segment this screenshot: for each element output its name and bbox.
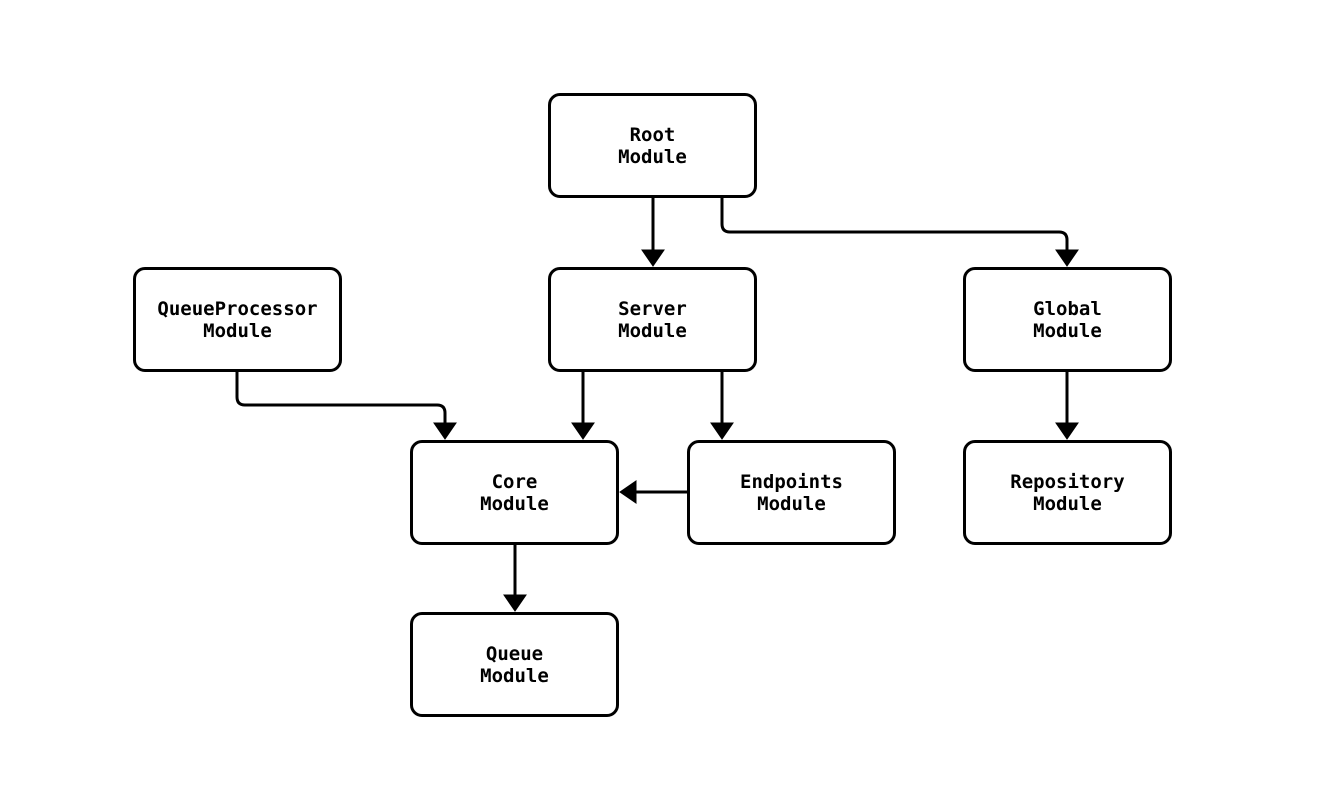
node-label-line: Queue	[485, 642, 544, 665]
node-label-line: Server	[618, 297, 687, 320]
arrowhead-server-to-core	[571, 422, 595, 440]
node-label-line: Module	[618, 145, 687, 168]
node-label-line: Root	[629, 123, 676, 146]
node-label-line: Module	[618, 319, 687, 342]
node-label-line: Repository	[1010, 470, 1125, 493]
node-label-line: Module	[480, 664, 549, 687]
node-root-module: Root Module	[548, 93, 757, 198]
node-queueprocessor-module: QueueProcessor Module	[133, 267, 342, 372]
node-queue-module: Queue Module	[410, 612, 619, 717]
arrowhead-queueprocessor-to-core	[433, 422, 457, 440]
node-server-module: Server Module	[548, 267, 757, 372]
edge-queueprocessor-to-core	[235, 372, 447, 425]
node-core-module: Core Module	[410, 440, 619, 545]
arrowhead-core-to-queue	[503, 594, 527, 612]
node-label-line: Module	[203, 319, 272, 342]
node-label-line: Global	[1033, 297, 1102, 320]
node-label-line: Core	[491, 470, 538, 493]
node-label-line: Module	[757, 492, 826, 515]
node-repository-module: Repository Module	[963, 440, 1172, 545]
node-label-line: Module	[480, 492, 549, 515]
node-global-module: Global Module	[963, 267, 1172, 372]
node-label-line: Module	[1033, 319, 1102, 342]
node-label-line: Endpoints	[740, 470, 843, 493]
arrowhead-server-to-endpoints	[710, 422, 734, 440]
node-label-line: Module	[1033, 492, 1102, 515]
node-endpoints-module: Endpoints Module	[687, 440, 896, 545]
arrowhead-root-to-global	[1055, 249, 1079, 267]
node-label-line: QueueProcessor	[157, 297, 318, 320]
arrowhead-endpoints-to-core	[619, 480, 637, 504]
arrowhead-global-to-repository	[1055, 422, 1079, 440]
edge-root-to-global	[720, 198, 1069, 252]
arrowhead-root-to-server	[641, 249, 665, 267]
